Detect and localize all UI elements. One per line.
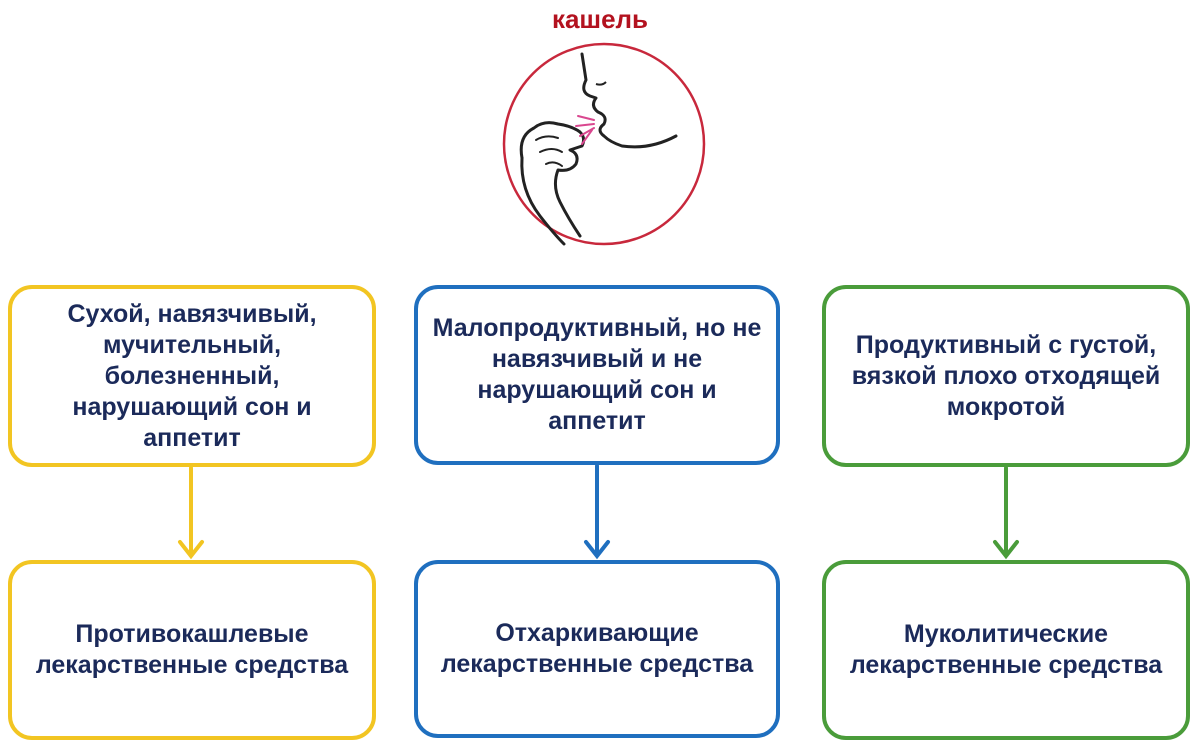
drug-box-mucolytic: Муколитические лекарственные средства: [822, 560, 1190, 740]
symptom-box-dry-cough: Сухой, навязчивый, мучительный, болезнен…: [8, 285, 376, 467]
drug-box-antitussive: Противокашлевые лекарственные средства: [8, 560, 376, 740]
symptom-text: Сухой, навязчивый, мучительный, болезнен…: [67, 299, 317, 452]
drug-text: Муколитические лекарственные средства: [849, 620, 1163, 679]
diagram-title: кашель: [551, 4, 649, 34]
arrow-blue: [584, 464, 610, 560]
drug-text: Противокашлевые лекарственные средства: [35, 620, 349, 679]
symptom-box-low-productive-cough: Малопродуктивный, но не навязчивый и не …: [414, 285, 780, 465]
drug-box-expectorant: Отхаркивающие лекарственные средства: [414, 560, 780, 738]
drug-text: Отхаркивающие лекарственные средства: [440, 619, 754, 678]
symptom-box-productive-cough: Продуктивный с густой, вязкой плохо отхо…: [822, 285, 1190, 467]
symptom-text: Продуктивный с густой, вязкой плохо отхо…: [851, 330, 1161, 421]
arrow-green: [993, 466, 1019, 560]
symptom-text: Малопродуктивный, но не навязчивый и не …: [432, 314, 762, 435]
coughing-person-icon: [502, 42, 706, 246]
arrow-yellow: [178, 466, 204, 560]
